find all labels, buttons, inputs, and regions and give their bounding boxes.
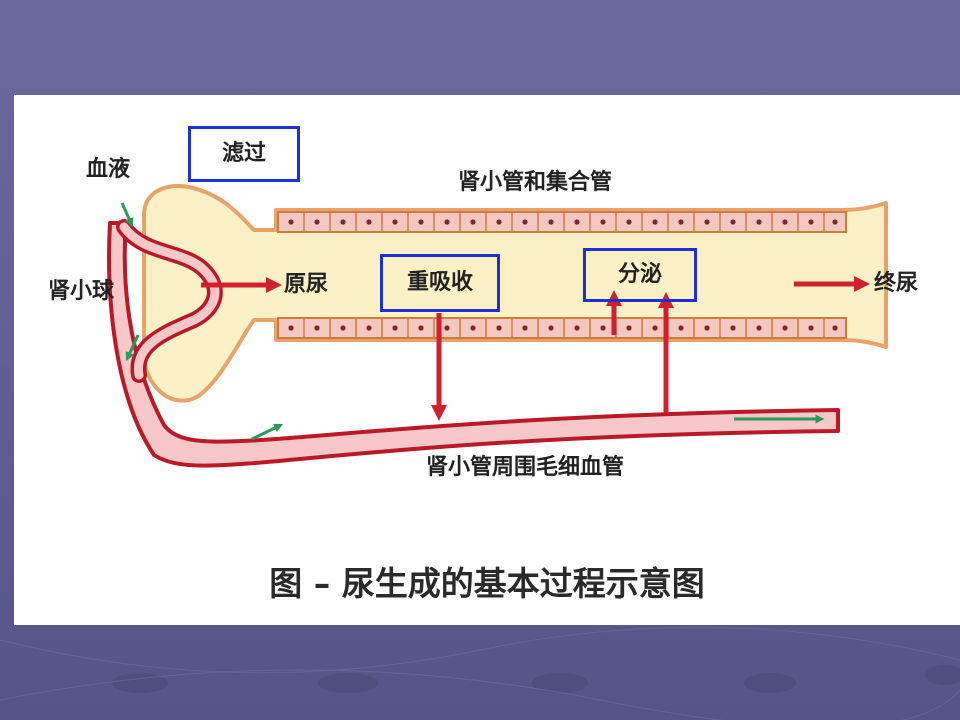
tubule-label: 肾小管和集合管: [458, 170, 613, 195]
glomerulus-label: 肾小球: [48, 279, 115, 304]
glomerulus-vessel: [116, 219, 223, 383]
diagram-panel: 血液 肾小球 原尿 肾小管和集合管 终尿 肾小管周围毛细血管 滤过 重吸收 分泌…: [14, 95, 960, 625]
tubule-wall-top: [277, 211, 847, 233]
blood-flow-arrows: [120, 202, 825, 441]
blood-label: 血液: [86, 157, 131, 182]
reabsorption-box: 重吸收: [380, 254, 500, 312]
renal-tubule: [142, 184, 888, 403]
figure-caption: 图 – 尿生成的基本过程示意图: [269, 564, 705, 603]
reabsorption-label: 重吸收: [406, 270, 473, 295]
secretion-label: 分泌: [617, 262, 662, 287]
tubule-wall-bottom: [277, 317, 847, 339]
secretion-box: 分泌: [583, 248, 697, 302]
final-urine-label: 终尿: [874, 271, 919, 296]
urine-formation-diagram: [107, 184, 888, 468]
peritubular-capillary: [107, 221, 840, 468]
process-arrows: [201, 275, 871, 422]
filtration-label: 滤过: [221, 141, 266, 166]
filtration-box: 滤过: [188, 126, 300, 182]
capillary-label: 肾小管周围毛细血管: [426, 455, 625, 480]
primary-urine-label: 原尿: [284, 272, 329, 297]
green-arrow-icon: [125, 334, 140, 362]
green-arrow-icon: [120, 202, 134, 228]
green-arrow-icon: [251, 423, 284, 441]
